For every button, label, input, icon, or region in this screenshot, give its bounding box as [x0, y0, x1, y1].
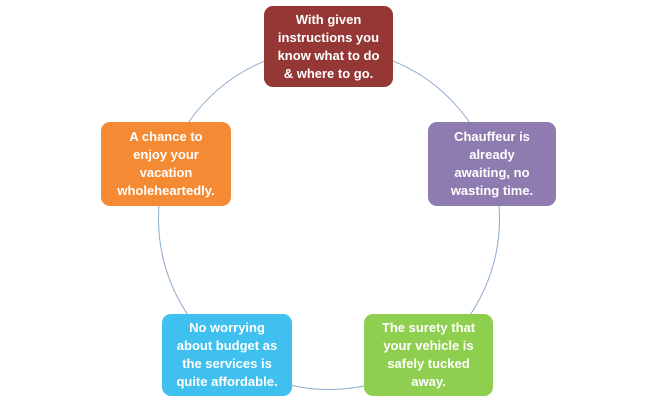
- cycle-step-budget: No worrying about budget as the services…: [162, 314, 292, 396]
- step-label: The surety that your vehicle is safely t…: [381, 320, 476, 389]
- step-label: With given instructions you know what to…: [277, 11, 380, 81]
- cycle-step-vacation: A chance to enjoy your vacation wholehea…: [101, 122, 231, 206]
- cycle-step-instructions: With given instructions you know what to…: [264, 6, 393, 87]
- step-label: No worrying about budget as the services…: [176, 320, 278, 389]
- step-label: A chance to enjoy your vacation wholehea…: [117, 129, 215, 198]
- step-label: Chauffeur is already awaiting, no wastin…: [450, 129, 534, 198]
- cycle-step-chauffeur: Chauffeur is already awaiting, no wastin…: [428, 122, 556, 206]
- cycle-step-vehicle-safety: The surety that your vehicle is safely t…: [364, 314, 493, 396]
